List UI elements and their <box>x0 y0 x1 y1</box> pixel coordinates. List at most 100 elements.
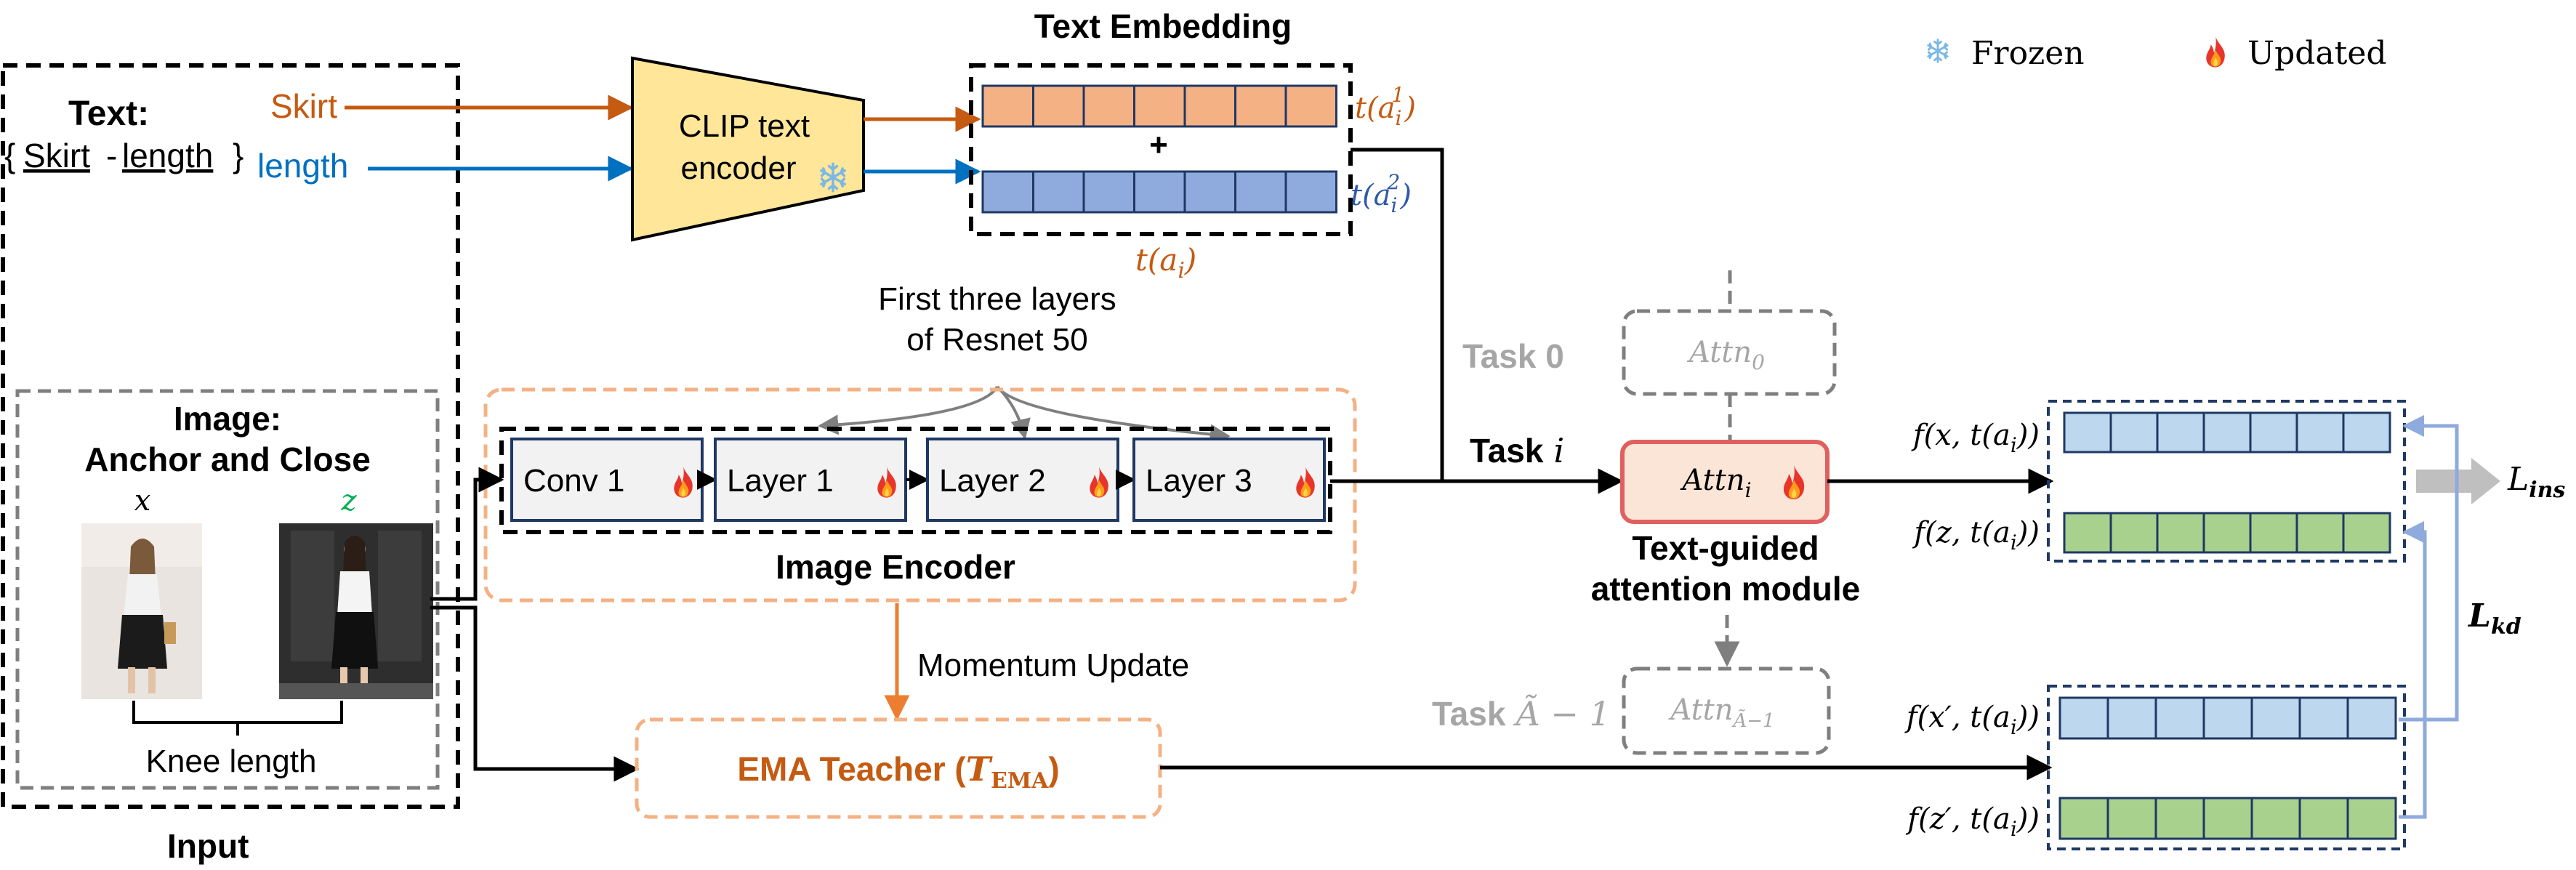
output-f-z-cell <box>2063 512 2112 554</box>
student-output-box <box>2047 400 2406 563</box>
task0-label: Task 0 <box>1462 337 1564 375</box>
task0-attn-label: Attn0 <box>1686 336 1765 374</box>
output-f-z-label: f(z, t(ai)) <box>1912 516 2040 555</box>
output-f-x-prime-cell <box>2106 696 2157 740</box>
output-f-x-cell <box>2109 411 2159 454</box>
output-f-z-cell <box>2202 512 2252 554</box>
image-box <box>15 389 440 790</box>
output-f-z-prime-cell <box>2250 797 2301 840</box>
text-embedding-title: Text Embedding <box>1034 7 1292 45</box>
legend-updated-label: Updated <box>2247 35 2387 72</box>
embedding-1-bar <box>981 84 1337 128</box>
attr-close-brace: } <box>233 137 243 174</box>
attr-word-length: length <box>122 137 213 174</box>
embedding-2-cell <box>1234 170 1287 214</box>
snowflake-icon <box>1927 39 1949 63</box>
close-var: z <box>340 484 357 517</box>
output-f-x-prime-cell <box>2298 696 2349 740</box>
embedding-to-attn-line <box>1351 148 1444 481</box>
embedding-2-label: t(ai2) <box>1351 170 1412 217</box>
output-f-z-cell <box>2156 512 2205 554</box>
output-f-z-prime-cell <box>2298 797 2349 840</box>
output-f-x-prime-cell <box>2250 696 2301 740</box>
layer-label-2: Layer 1 <box>727 463 834 499</box>
resnet-note-line1: First three layers <box>878 281 1116 317</box>
image-encoder-box <box>483 387 1357 603</box>
layer-label-4: Layer 3 <box>1146 463 1252 499</box>
output-f-x-prime-cell <box>2202 696 2253 740</box>
taskA-attn-label: AttnÃ−1 <box>1667 693 1774 732</box>
image-to-encoder-arrow <box>430 467 504 601</box>
output-f-x-cell <box>2063 411 2112 454</box>
attr-word-skirt: Skirt <box>23 137 90 174</box>
close-image <box>279 523 433 699</box>
text-embedding-box <box>969 63 1353 236</box>
resnet-pointer-1 <box>818 385 999 435</box>
image-encoder-title: Image Encoder <box>776 548 1015 586</box>
anchor-image <box>81 523 202 699</box>
module-label-line2: attention module <box>1591 570 1861 608</box>
output-f-x-prime-label: f(x′, t(ai)) <box>1904 701 2040 739</box>
embedding-1-cell <box>1082 84 1135 128</box>
output-f-z-prime-cell <box>2058 797 2109 840</box>
output-f-x-prime-cell <box>2154 696 2205 740</box>
output-f-z-prime-label: f(z′, t(ai)) <box>1905 802 2040 841</box>
resnet-note-line2: of Resnet 50 <box>906 322 1088 358</box>
output-f-z-bar <box>2063 512 2391 554</box>
embedding-2-bar <box>981 170 1337 214</box>
token-skirt: Skirt <box>270 87 337 125</box>
embedding-1-label: t(ai1) <box>1355 83 1416 130</box>
embedding-1-cell <box>1234 84 1287 128</box>
embedding-plus: + <box>1149 127 1168 163</box>
output-f-x-prime-cell <box>2346 696 2397 740</box>
input-box <box>1 63 460 809</box>
layer-label-3: Layer 2 <box>939 463 1046 499</box>
output-f-z-prime-bar <box>2058 797 2397 840</box>
output-f-z-prime-cell <box>2202 797 2253 840</box>
layer-box-4 <box>1132 438 1326 522</box>
output-f-x-cell <box>2342 411 2391 454</box>
layer-box-1 <box>510 438 704 522</box>
layer-box-3 <box>926 438 1119 522</box>
embedding-2-cell <box>1183 170 1236 214</box>
image-label: Knee length <box>146 744 317 779</box>
embedding-1-cell <box>1133 84 1186 128</box>
output-f-x-prime-cell <box>2058 696 2109 740</box>
image-to-ema-arrow <box>430 605 640 782</box>
output-f-z-prime-cell <box>2106 797 2157 840</box>
ema-teacher-label: EMA Teacher (TEMA) <box>737 749 1059 794</box>
momentum-label: Momentum Update <box>917 648 1189 683</box>
image-title-line2: Anchor and Close <box>84 440 371 478</box>
embedding-2-cell <box>981 170 1034 214</box>
text-attribute: { Skirt - length } <box>4 137 243 174</box>
embedding-1-cell <box>1183 84 1236 128</box>
clip-line2: encoder <box>680 150 796 186</box>
fire-icon <box>2206 36 2225 68</box>
attr-dash: - <box>106 137 117 174</box>
taski-attn-label: Attni <box>1679 464 1751 502</box>
clip-encoder <box>631 56 865 242</box>
output-f-z-cell <box>2109 512 2159 554</box>
output-f-z-cell <box>2249 512 2298 554</box>
attr-open-brace: { <box>4 137 15 174</box>
output-f-x-cell <box>2249 411 2298 454</box>
image-title-line1: Image: <box>174 400 281 438</box>
clip-line1: CLIP text <box>679 108 810 144</box>
token-length: length <box>257 147 348 185</box>
output-f-x-prime-bar <box>2058 696 2397 740</box>
output-f-z-prime-cell <box>2346 797 2397 840</box>
output-f-x-cell <box>2156 411 2205 454</box>
anchor-var: x <box>134 484 151 517</box>
text-title: Text: <box>68 94 149 133</box>
kd-line-bottom <box>2399 521 2427 819</box>
output-f-z-prime-cell <box>2154 797 2205 840</box>
output-f-x-bar <box>2063 411 2391 454</box>
output-f-x-cell <box>2202 411 2252 454</box>
input-caption: Input <box>167 827 249 865</box>
embedding-2-cell <box>1284 170 1337 214</box>
